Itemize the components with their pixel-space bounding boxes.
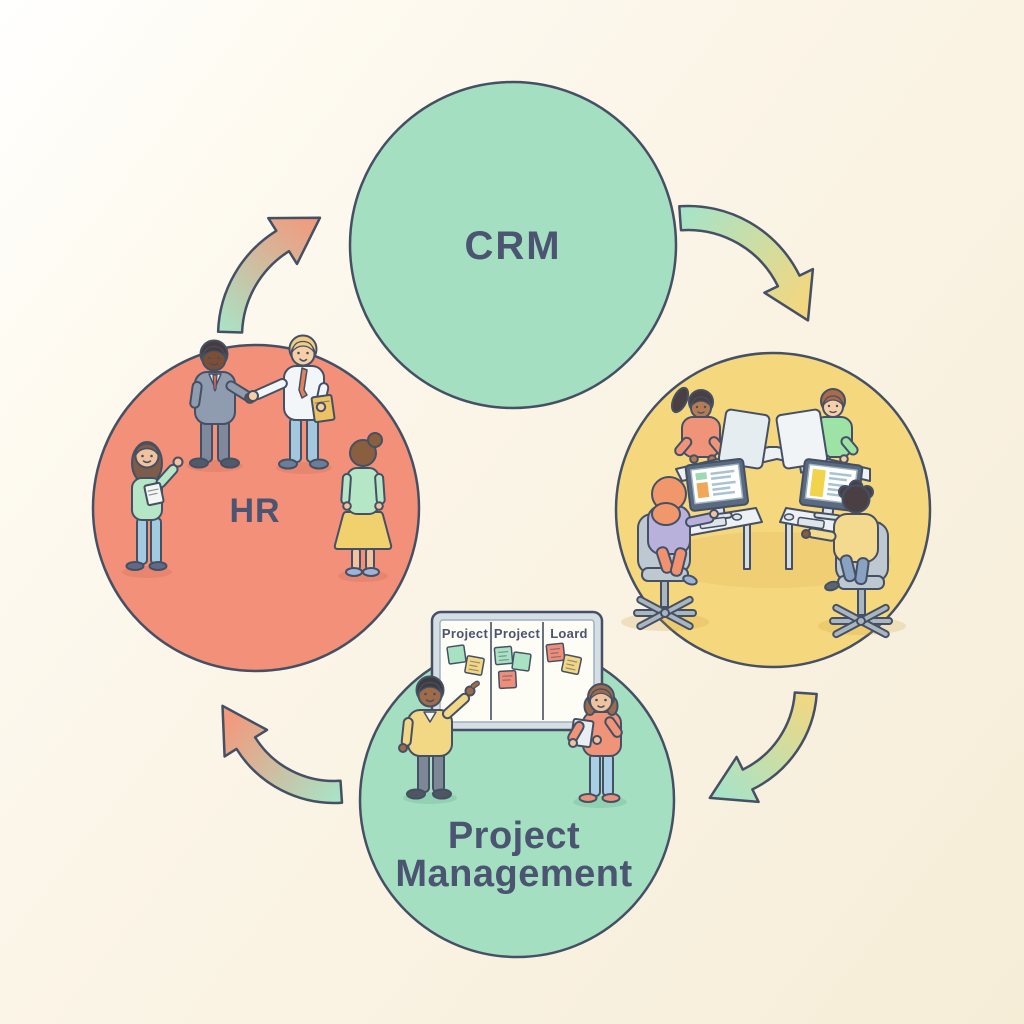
sticky-note [560,653,583,676]
team-floor-shadow [655,532,891,588]
kanban-column-2-header: Project [494,626,541,641]
pm-label-line1: Project [448,815,580,857]
cycle-arrows [216,204,818,805]
hr-person-woman-back [333,432,393,577]
handshake-hand-b [247,390,259,402]
pm-person-man-pointing [398,675,480,800]
kanban-board: Project Project Loard [430,610,604,732]
kanban-column-3-header: Loard [550,626,588,641]
node-pm: Project Project Loard [358,610,676,959]
arrow-pm-to-hr [221,704,344,805]
team-person-back-left [670,386,727,464]
pm-label-line2: Management [395,853,632,895]
sticky-note [464,655,485,676]
crm-label: CRM [464,224,561,268]
arrow-hr-to-crm [216,216,322,334]
team-person-front-left [633,476,719,631]
hr-person-man-blond [247,334,336,470]
hr-circle [91,343,421,673]
sticky-note [545,642,566,663]
hr-person-woman-clipboard [125,441,184,571]
sticky-note [497,669,518,690]
sticky-note [511,651,532,672]
sticky-notes [446,642,583,690]
hr-label: HR [229,492,280,530]
node-team [614,351,932,669]
node-hr: HR [91,334,421,673]
kanban-column-dividers [490,622,544,720]
sticky-note [446,644,467,665]
team-person-front-right [801,479,893,639]
arrow-crm-to-team [678,204,815,322]
sticky-note [493,645,514,666]
arrow-team-to-pm [708,691,818,804]
clipboard [143,481,165,507]
node-crm: CRM [348,80,678,410]
team-keyboards [699,513,825,530]
pm-person-woman-paper [567,683,623,803]
crm-circle [348,80,678,410]
kanban-column-1-header: Project [442,626,489,641]
team-monitor-screen-left [684,457,749,522]
